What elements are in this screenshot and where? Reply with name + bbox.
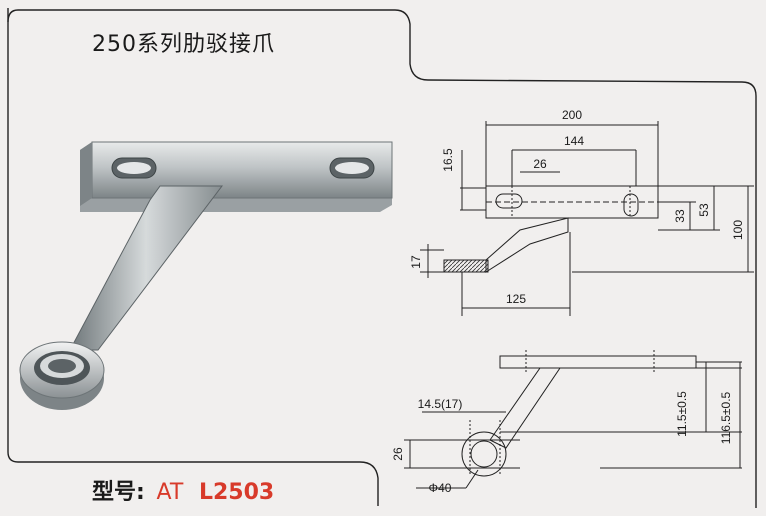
dim-200: 200: [562, 108, 582, 122]
frame-border-left: [7, 8, 379, 506]
dim-53: 53: [697, 203, 711, 217]
dim-116-5: 116.5±0.5: [719, 391, 733, 444]
model-prefix: AT: [156, 480, 184, 505]
dim-100: 100: [731, 220, 745, 240]
dim-17: 17: [409, 255, 423, 269]
dim-26-side: 26: [391, 447, 405, 461]
dim-phi40: Φ40: [429, 481, 452, 495]
model-line: 型号: AT L2503: [92, 474, 274, 506]
dim-26: 26: [533, 157, 547, 171]
dim-33: 33: [673, 209, 687, 223]
model-number: L2503: [198, 480, 275, 505]
product-title: 250系列肋驳接爪: [92, 32, 275, 57]
dim-14-5-17: 14.5(17): [418, 397, 463, 411]
dim-125: 125: [506, 292, 526, 306]
model-label: 型号:: [92, 480, 145, 505]
frame-inner-left: [7, 9, 19, 23]
dim-16-5: 16.5: [441, 148, 455, 172]
frame-border: [18, 9, 757, 508]
product-photo: [19, 141, 393, 410]
dim-11-5: 11.5±0.5: [675, 391, 689, 437]
dim-144: 144: [564, 134, 584, 148]
top-view-drawing: [420, 121, 754, 316]
side-view-drawing: [404, 350, 742, 489]
